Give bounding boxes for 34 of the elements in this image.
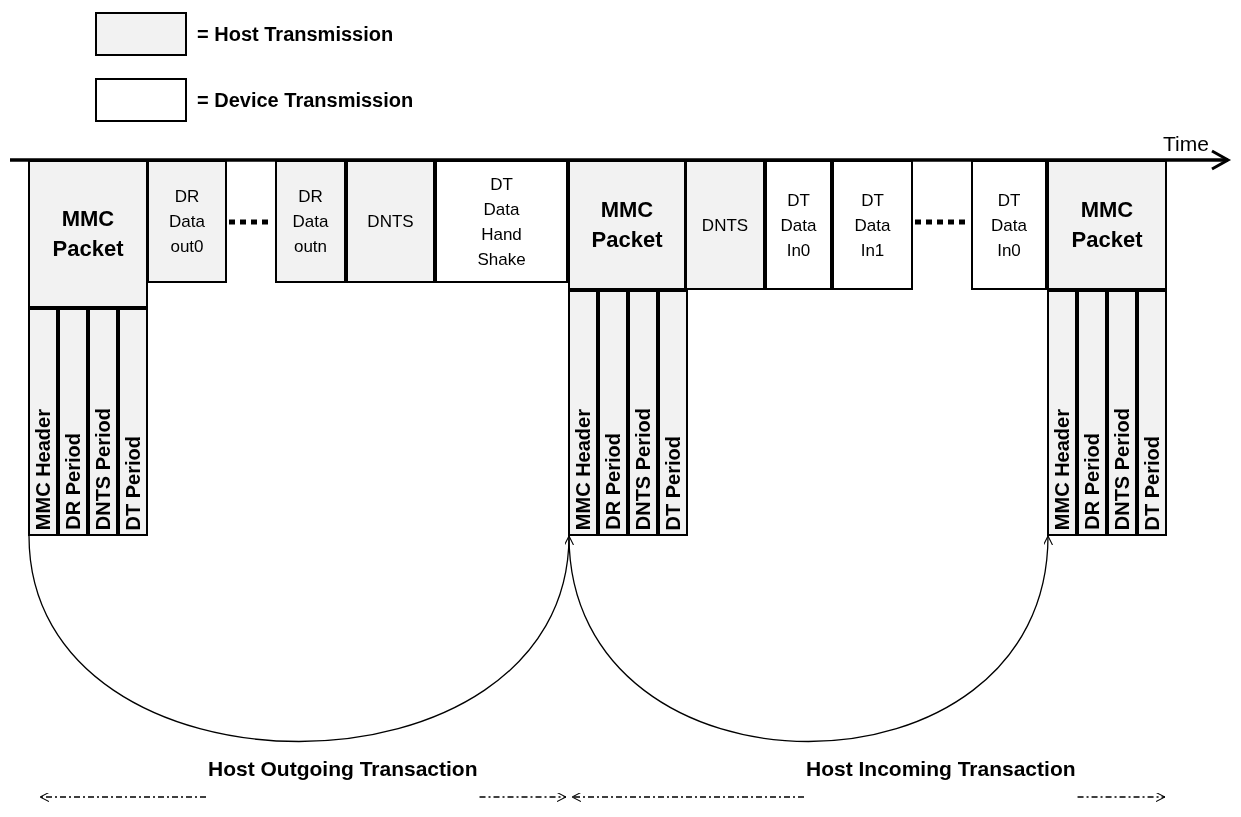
legend-label: = Host Transmission bbox=[197, 22, 394, 47]
arrow bbox=[571, 791, 805, 803]
packet-field: DR Period bbox=[598, 290, 628, 536]
packet-field: DR Period bbox=[1077, 290, 1107, 536]
device-slot-box: DT Data In1 bbox=[832, 160, 913, 290]
arrow bbox=[28, 535, 573, 743]
packet-field: MMC Header bbox=[568, 290, 598, 536]
device-slot-box: DT Data In0 bbox=[765, 160, 832, 290]
axis-label: Time bbox=[1163, 131, 1209, 157]
packet-field: DNTS Period bbox=[88, 308, 118, 536]
host-slot-box: DR Data outn bbox=[275, 160, 346, 283]
arrow bbox=[478, 791, 567, 803]
legend-label: = Device Transmission bbox=[197, 88, 414, 113]
device-slot-box: DT Data Hand Shake bbox=[435, 160, 568, 283]
packet-field: DT Period bbox=[658, 290, 688, 536]
transaction-label: Host Incoming Transaction bbox=[806, 755, 1076, 782]
packet-box: MMC Packet bbox=[568, 160, 686, 290]
host-slot-box: DNTS bbox=[346, 160, 435, 283]
packet-field: DT Period bbox=[118, 308, 148, 536]
arrow bbox=[568, 535, 1052, 743]
host-slot-box: DR Data out0 bbox=[147, 160, 227, 283]
packet-box: MMC Packet bbox=[28, 160, 148, 308]
packet-field: MMC Header bbox=[1047, 290, 1077, 536]
packet-field: DR Period bbox=[58, 308, 88, 536]
packet-field: DNTS Period bbox=[628, 290, 658, 536]
arrow bbox=[1076, 791, 1166, 803]
packet-field: DNTS Period bbox=[1107, 290, 1137, 536]
packet-field: DT Period bbox=[1137, 290, 1167, 536]
arrow bbox=[39, 791, 207, 803]
host-slot-box: DNTS bbox=[685, 160, 765, 290]
transaction-label: Host Outgoing Transaction bbox=[208, 755, 478, 782]
packet-box: MMC Packet bbox=[1047, 160, 1167, 290]
device-slot-box: DT Data In0 bbox=[971, 160, 1047, 290]
packet-field: MMC Header bbox=[28, 308, 58, 536]
